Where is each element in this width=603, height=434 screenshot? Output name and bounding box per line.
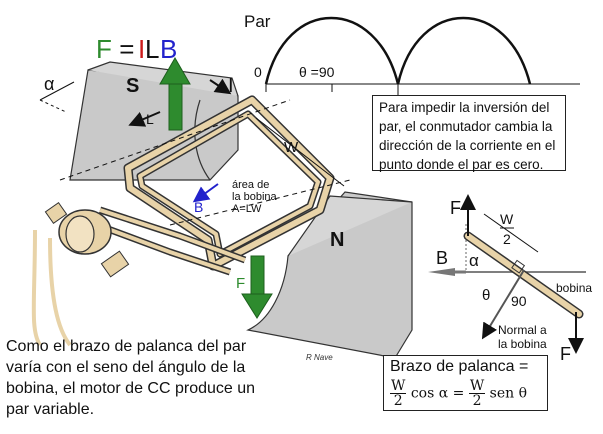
- credit: R Nave: [306, 353, 333, 362]
- width-W-label: W: [284, 139, 299, 156]
- lever-F-top: F: [450, 198, 461, 218]
- sen-term: sen θ: [485, 385, 528, 402]
- lever-normal: Normal a la bobina: [498, 323, 550, 351]
- force-down-arrow: F: [236, 255, 273, 319]
- lever-W: W: [500, 211, 514, 227]
- coil-area-label: área de la bobina A=LW: [232, 179, 280, 215]
- magnet-S-label: S: [126, 75, 139, 97]
- lever-bobina: bobina: [556, 281, 592, 295]
- force-down-label: F: [236, 275, 245, 292]
- tick-90-label: θ =90: [299, 64, 335, 80]
- current-I-label: I: [228, 75, 234, 97]
- current-arrow-L: [128, 111, 161, 127]
- field-B-label: B: [194, 199, 203, 215]
- lever-ninety: 90: [511, 293, 527, 309]
- lever-arm-title: Brazo de palanca =: [390, 358, 529, 375]
- magnet-N-label: N: [330, 229, 344, 251]
- lever-theta: θ: [482, 287, 490, 304]
- frac-2-1: 2: [393, 393, 403, 409]
- lever-diagram: F F W 2 B α θ 90 bobina Normal a la bobi…: [428, 194, 592, 364]
- south-magnet: S: [69, 61, 239, 181]
- force-formula: F = I L B: [96, 34, 177, 64]
- frac-W-1: W: [390, 378, 407, 394]
- frac-W-2: W: [468, 378, 486, 394]
- lever-alpha: α: [469, 251, 479, 270]
- coil: [98, 95, 335, 276]
- coil-axis-line: [169, 179, 351, 226]
- north-magnet: N: [246, 191, 413, 359]
- formula-L: L: [145, 34, 159, 64]
- length-L-label: L: [146, 111, 154, 127]
- tick-zero-label: 0: [254, 64, 262, 80]
- torque-graph: Par 0 θ =90: [244, 12, 580, 96]
- alpha-dimension: α: [39, 74, 75, 113]
- lever-two: 2: [503, 231, 511, 247]
- alpha-label: α: [44, 74, 54, 94]
- cos-term: cos α =: [406, 385, 465, 402]
- formula-I: I: [138, 34, 145, 64]
- field-B-arrow: [192, 183, 219, 203]
- lever-B: B: [436, 248, 448, 268]
- formula-B: B: [160, 34, 177, 64]
- rotation-axis: [59, 99, 291, 181]
- width-dimension: [255, 117, 345, 187]
- commutator: [31, 201, 130, 347]
- current-arrow-top: [209, 78, 232, 95]
- formula-eq: =: [112, 34, 142, 64]
- formula-F: F: [96, 34, 112, 64]
- caption: Como el brazo de palanca del par varía c…: [6, 338, 256, 418]
- commutator-note: Para impedir la inversión del par, el co…: [372, 95, 566, 172]
- torque-label: Par: [244, 12, 271, 31]
- force-up-arrow: [159, 56, 191, 131]
- lever-F-bottom: F: [560, 344, 571, 364]
- frac-2-2: 2: [472, 393, 482, 409]
